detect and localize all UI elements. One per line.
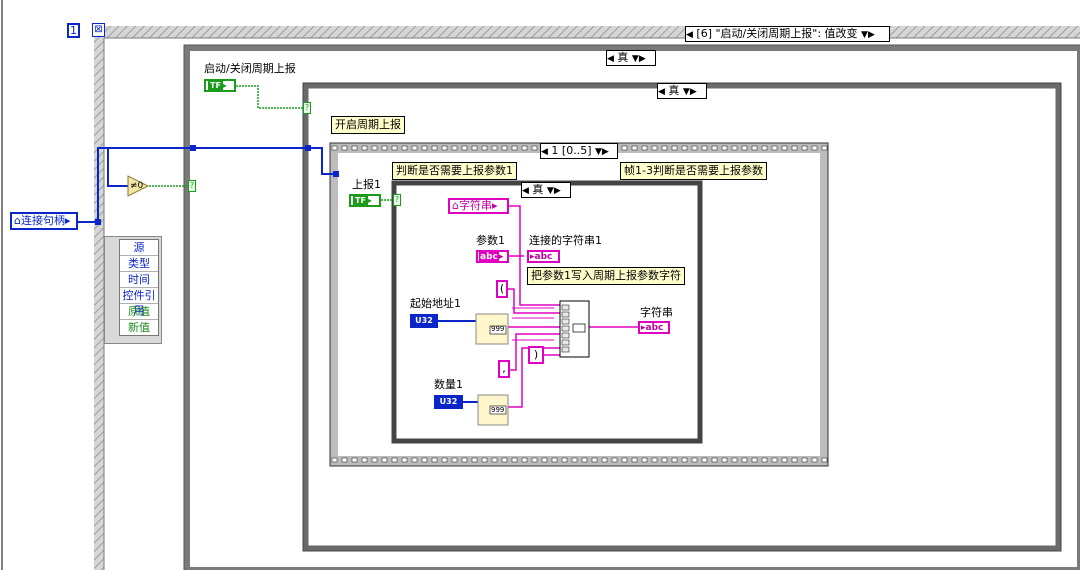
event-data-oldval[interactable]: 原值 <box>120 304 158 320</box>
stacked-sequence-bottom-film <box>330 456 828 466</box>
sequence-frame-selector[interactable]: ◀ 1 [0..5] ▼▶ <box>540 143 618 159</box>
outer-dropdown-icon[interactable]: ▼▶ <box>631 54 646 64</box>
start-addr-label: 起始地址1 <box>410 297 461 310</box>
case-dropdown-icon[interactable]: ▼▶ <box>861 30 875 40</box>
report1-label: 上报1 <box>352 178 381 191</box>
not-equal-zero-label: ≠0 <box>130 181 144 191</box>
input-arrow-icon: ▸ <box>641 323 646 333</box>
seq-dropdown-icon[interactable]: ▼▶ <box>595 147 609 157</box>
sequence-frame-index[interactable]: 1 <box>67 23 80 38</box>
event-data-type[interactable]: 类型 <box>120 256 158 272</box>
count1-terminal[interactable]: U32 <box>434 395 463 409</box>
inner-dropdown-icon[interactable]: ▼▶ <box>682 87 697 97</box>
frame-index-value: 1 <box>70 24 77 37</box>
event-timeout-icon[interactable]: ⊠ <box>92 23 105 37</box>
number-to-string-node-1[interactable] <box>475 313 509 345</box>
comma-constant[interactable]: , <box>498 360 510 378</box>
house-icon: ⌂ <box>452 199 459 212</box>
param-dropdown-icon[interactable]: ▼▶ <box>546 186 561 196</box>
not-equal-zero-node[interactable] <box>127 175 150 197</box>
format-number-2: 999 <box>491 406 505 414</box>
inner-case-selector[interactable]: ◀ 真 ▼▶ <box>657 83 707 99</box>
case-selector-terminal-3[interactable]: ? <box>393 194 401 206</box>
event-data-ctlref[interactable]: 控件引用 <box>120 288 158 317</box>
output-arrow-icon: ▸ <box>491 199 498 212</box>
event-data-node[interactable]: 源 类型 时间 控件引用 原值 新值 <box>104 236 162 344</box>
bool-arrow-icon: ▸ <box>367 196 372 205</box>
string-local-variable[interactable]: ⌂字符串▸ <box>448 198 509 214</box>
bool-arrow-icon: ▸ <box>222 81 227 90</box>
start-stop-label: 启动/关闭周期上报 <box>204 62 296 75</box>
param1-terminal[interactable]: abc▸ <box>476 250 509 263</box>
comment-check-param1: 判断是否需要上报参数1 <box>392 162 517 180</box>
case-selector-terminal-1[interactable]: ? <box>188 180 196 192</box>
outer-case-selector[interactable]: ◀ 真 ▼▶ <box>606 50 656 66</box>
outer-case-frame <box>184 45 1080 570</box>
comment-write-param1: 把参数1写入周期上报参数字符 <box>527 267 685 285</box>
close-paren-constant[interactable]: ) <box>528 346 544 364</box>
format-number-1: 999 <box>491 325 505 333</box>
event-case-selector[interactable]: ◀ [6] "启动/关闭周期上报": 值改变 ▼▶ <box>685 26 890 42</box>
case-selector-terminal-2[interactable]: ? <box>303 102 311 114</box>
comment-frames-1-3: 帧1-3判断是否需要上报参数 <box>620 162 767 180</box>
house-icon: ⌂ <box>14 214 21 227</box>
start-addr-terminal[interactable]: U32 <box>410 314 438 328</box>
connection-ref-terminal[interactable]: ⌂连接句柄▸ <box>10 212 78 230</box>
seq-prev-icon[interactable]: ◀ <box>541 147 548 157</box>
concatenate-strings-node[interactable] <box>559 300 590 358</box>
param1-label: 参数1 <box>476 234 505 247</box>
output-string-indicator[interactable]: ▸abc <box>638 321 670 334</box>
event-data-time[interactable]: 时间 <box>120 272 158 288</box>
event-structure-left-border <box>94 26 104 570</box>
output-string-label: 字符串 <box>640 306 673 319</box>
comment-enable-periodic: 开启周期上报 <box>331 116 405 134</box>
output-arrow-icon: ▸ <box>498 252 504 262</box>
event-structure-top-border <box>94 26 1080 38</box>
count1-label: 数量1 <box>434 378 463 391</box>
concat-string1-label: 连接的字符串1 <box>529 234 602 247</box>
param-case-selector[interactable]: ◀ 真 ▼▶ <box>521 182 571 198</box>
inner-prev-icon[interactable]: ◀ <box>658 87 665 97</box>
number-to-string-node-2[interactable] <box>477 394 509 426</box>
start-stop-bool-terminal[interactable]: TF▸ <box>204 79 236 92</box>
open-paren-constant[interactable]: ( <box>496 280 508 298</box>
event-data-source[interactable]: 源 <box>120 240 158 256</box>
report1-bool-terminal[interactable]: TF▸ <box>349 194 381 207</box>
param-prev-icon[interactable]: ◀ <box>522 186 529 196</box>
prev-case-icon[interactable]: ◀ <box>686 30 693 40</box>
output-arrow-icon: ▸ <box>64 214 71 227</box>
input-arrow-icon: ▸ <box>530 252 535 262</box>
event-data-newval[interactable]: 新值 <box>128 321 150 334</box>
concat-string1-indicator[interactable]: ▸abc <box>527 250 560 263</box>
outer-prev-icon[interactable]: ◀ <box>607 54 614 64</box>
